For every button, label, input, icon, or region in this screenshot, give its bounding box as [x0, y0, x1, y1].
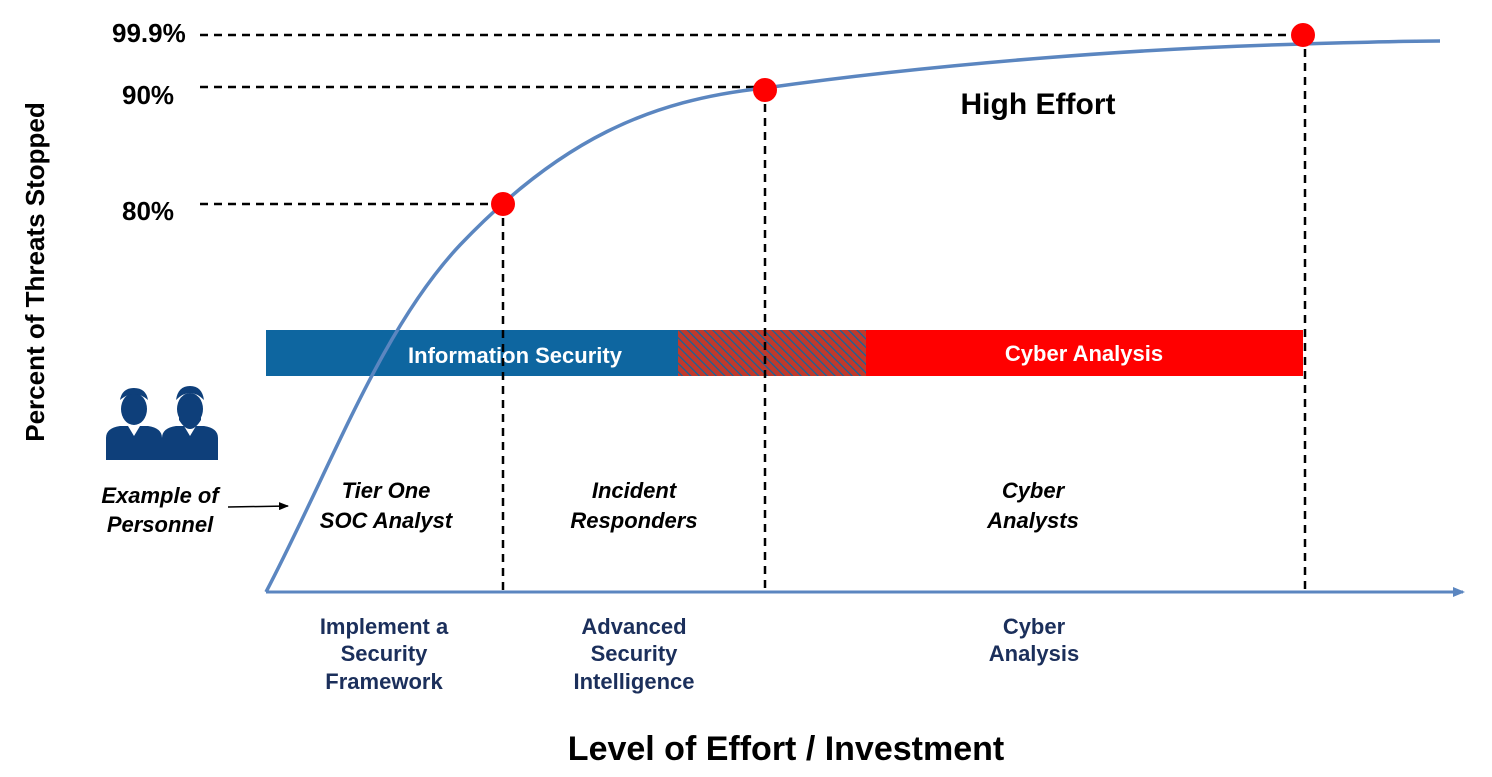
phase-advanced-line-1: Advanced: [581, 614, 686, 639]
role-cyber-line-1: Cyber: [1002, 478, 1066, 503]
phase-implement-line-1: Implement a: [320, 614, 449, 639]
role-incident-line-1: Incident: [592, 478, 678, 503]
y-axis-label: Percent of Threats Stopped: [20, 102, 50, 442]
role-tier-one-line-2: SOC Analyst: [320, 508, 454, 533]
phase-advanced-line-3: Intelligence: [573, 669, 694, 694]
transition-band: [678, 330, 866, 376]
bearded-person-icon: [162, 386, 218, 460]
cyber-analysis-label: Cyber Analysis: [1005, 341, 1163, 366]
level-label-80: 80%: [122, 196, 174, 226]
marker-90: [753, 78, 777, 102]
role-cyber-line-2: Analysts: [986, 508, 1079, 533]
phase-cyber-line-2: Analysis: [989, 641, 1080, 666]
personnel-arrow: [227, 502, 289, 511]
marker-999: [1291, 23, 1315, 47]
cyber-analysis-band: [866, 330, 1303, 376]
role-incident-line-2: Responders: [570, 508, 697, 533]
phase-advanced-line-2: Security: [591, 641, 679, 666]
role-tier-one-line-1: Tier One: [342, 478, 431, 503]
personnel-label-line-2: Personnel: [107, 512, 214, 537]
personnel-label-line-1: Example of: [101, 483, 221, 508]
person-icon: [106, 388, 162, 460]
x-axis-label: Level of Effort / Investment: [568, 730, 1004, 768]
info-security-label: Information Security: [408, 343, 623, 368]
high-effort-label: High Effort: [961, 88, 1116, 121]
phase-cyber-line-1: Cyber: [1003, 614, 1066, 639]
phase-implement-line-2: Security: [341, 641, 429, 666]
level-label-999: 99.9%: [112, 18, 186, 48]
marker-80: [491, 192, 515, 216]
info-security-band: [266, 330, 678, 376]
level-label-90: 90%: [122, 80, 174, 110]
phase-implement-line-3: Framework: [325, 669, 443, 694]
